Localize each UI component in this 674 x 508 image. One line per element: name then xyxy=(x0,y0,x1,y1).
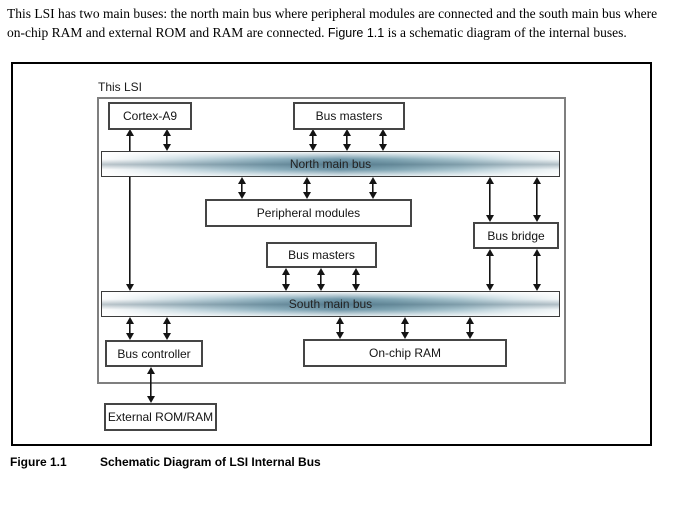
arrow-north-bridge-1 xyxy=(486,177,494,222)
node-external-rom-ram: External ROM/RAM xyxy=(104,403,217,431)
node-bus-masters-mid-label: Bus masters xyxy=(288,248,355,262)
north-main-bus-label: North main bus xyxy=(289,157,372,171)
node-bus-controller: Bus controller xyxy=(105,340,203,367)
arrow-busmasters-top-north-3 xyxy=(379,129,387,151)
arrow-buscontroller-externalram xyxy=(147,367,155,403)
node-bus-masters-top: Bus masters xyxy=(293,102,405,130)
arrow-north-bridge-2 xyxy=(533,177,541,222)
node-bus-masters-top-label: Bus masters xyxy=(315,109,383,123)
south-main-bus: South main bus xyxy=(101,291,560,317)
node-on-chip-ram: On-chip RAM xyxy=(303,339,507,367)
south-main-bus-label: South main bus xyxy=(288,297,373,311)
node-bus-bridge-label: Bus bridge xyxy=(487,228,545,243)
node-peripheral-modules-label: Peripheral modules xyxy=(256,206,361,220)
arrow-bridge-south-2 xyxy=(533,249,541,291)
arrow-busmasters-mid-south-3 xyxy=(352,268,360,291)
node-bus-bridge: Bus bridge xyxy=(473,222,559,249)
arrow-busmasters-mid-south-2 xyxy=(317,268,325,291)
node-external-rom-ram-label: External ROM/RAM xyxy=(107,410,214,424)
node-peripheral-modules: Peripheral modules xyxy=(205,199,412,227)
intro-line-2-rest: is a schematic diagram of the internal b… xyxy=(384,24,627,40)
arrow-busmasters-top-north-2 xyxy=(343,129,351,151)
node-cortex-a9: Cortex-A9 xyxy=(108,102,192,130)
intro-line-1: This LSI has two main buses: the north m… xyxy=(7,6,658,21)
arrow-south-onchipram-2 xyxy=(401,317,409,339)
node-on-chip-ram-label: On-chip RAM xyxy=(368,346,442,360)
arrow-south-onchipram-1 xyxy=(336,317,344,339)
arrow-cortex-to-south-bus xyxy=(126,129,134,291)
intro-line-2: on-chip RAM and external ROM and RAM are… xyxy=(7,24,671,43)
node-bus-controller-label: Bus controller xyxy=(117,346,191,361)
node-bus-masters-mid: Bus masters xyxy=(266,242,377,268)
arrow-north-peripheral-3 xyxy=(369,177,377,199)
arrow-south-onchipram-3 xyxy=(466,317,474,339)
arrow-north-peripheral-2 xyxy=(303,177,311,199)
north-main-bus: North main bus xyxy=(101,151,560,177)
figure-reference: Figure 1.1 xyxy=(327,25,385,40)
arrow-busmasters-mid-south-1 xyxy=(282,268,290,291)
arrow-north-peripheral-1 xyxy=(238,177,246,199)
arrow-south-buscontroller-2 xyxy=(163,317,171,340)
intro-paragraph: This LSI has two main buses: the north m… xyxy=(7,5,671,42)
intro-line-2-text: on-chip RAM and external ROM and RAM are… xyxy=(7,24,328,40)
chip-label: This LSI xyxy=(98,80,143,94)
arrow-south-buscontroller-1 xyxy=(126,317,134,340)
figure-frame xyxy=(11,62,652,446)
node-cortex-a9-label: Cortex-A9 xyxy=(122,109,178,123)
lsi-boundary xyxy=(97,97,566,384)
arrow-cortex-to-north-bus xyxy=(163,129,171,151)
figure-caption-label: Figure 1.1 xyxy=(10,455,67,469)
arrow-bridge-south-1 xyxy=(486,249,494,291)
figure-caption-title: Schematic Diagram of LSI Internal Bus xyxy=(100,455,321,469)
arrow-busmasters-top-north-1 xyxy=(309,129,317,151)
